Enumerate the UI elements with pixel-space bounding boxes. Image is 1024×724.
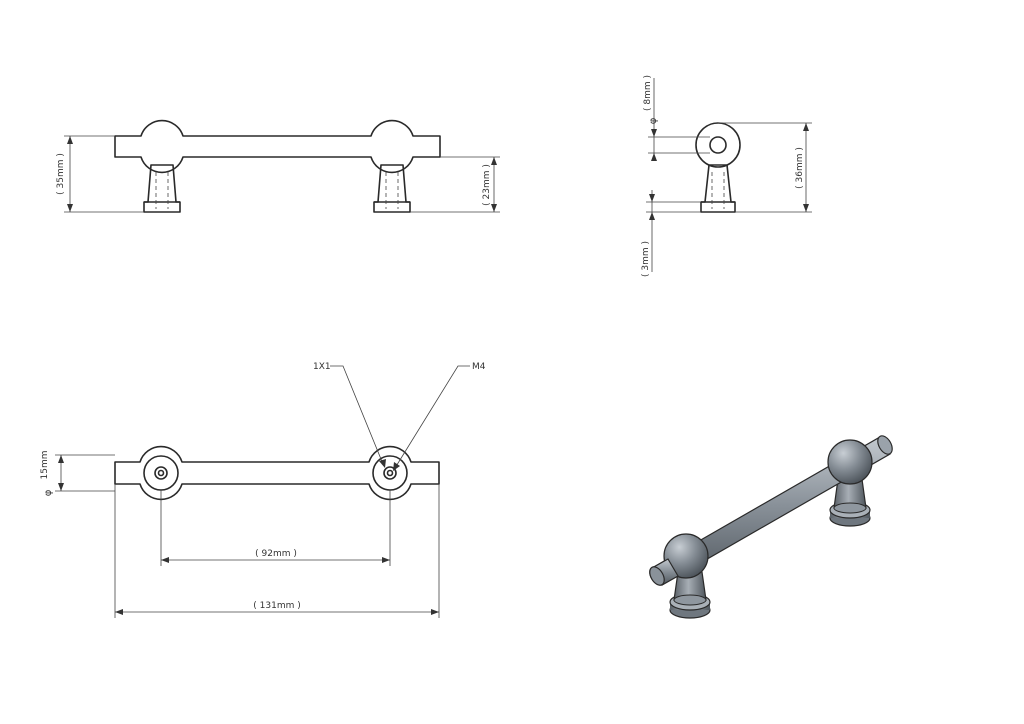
side-diameter-symbol: φ [648,117,659,124]
callout-thread: M4 [393,362,486,471]
iso-ball-left [663,533,709,579]
side-base-dimension: ( 3mm ) [641,190,701,277]
side-hole-dimension: ( 8mm ) φ [643,75,710,161]
side-view: ( 8mm ) φ ( 36mm ) ( 3mm ) [641,75,812,277]
side-hole-label: ( 8mm ) [643,75,653,111]
front-height-dimension: ( 35mm ) [56,135,144,213]
callout-chamfer-label: 1X1 [313,362,331,372]
top-bar-dimension: 15mm φ [40,451,115,496]
top-center-label: ( 92mm ) [255,549,297,559]
top-length-dimension: ( 131mm ) [114,484,440,618]
top-view: 15mm φ 1X1 M4 ( 92mm ) [40,362,486,618]
front-view: ( 35mm ) ( 23mm ) [56,119,500,213]
front-post-dimension: ( 23mm ) [410,156,500,213]
side-height-label: ( 36mm ) [795,147,805,189]
front-height-label: ( 35mm ) [56,153,66,195]
side-base-label: ( 3mm ) [641,241,651,277]
side-height-dimension: ( 36mm ) [718,122,812,213]
callout-chamfer: 1X1 [313,362,386,468]
iso-ball-right [827,439,873,485]
callout-thread-label: M4 [472,362,486,372]
isometric-view [649,435,893,619]
front-post-label: ( 23mm ) [482,164,492,206]
top-bar-label: 15mm [40,451,50,480]
iso-bar-end-left [649,566,665,586]
top-diameter-symbol: φ [43,489,54,496]
top-center-dimension: ( 92mm ) [160,490,391,566]
top-length-label: ( 131mm ) [253,601,300,611]
side-view-outline [695,122,741,213]
front-view-outline [114,119,441,213]
